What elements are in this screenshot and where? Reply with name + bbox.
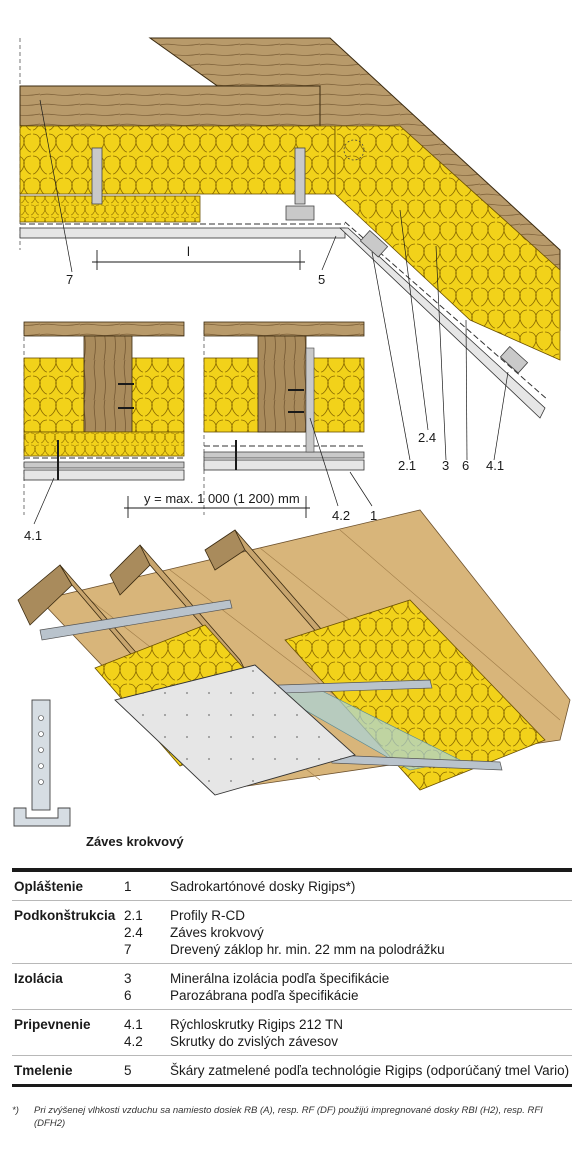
rafter-section-left: 4.1 <box>23 321 185 543</box>
callout-5: 5 <box>318 272 325 287</box>
legend-code: 1 <box>124 879 132 894</box>
legend-code: 6 <box>124 988 132 1003</box>
footnote-mark: *) <box>12 1105 19 1116</box>
roof-section: l 7 5 <box>19 37 561 461</box>
legend-category: Izolácia <box>14 971 63 986</box>
legend-row-insulation: Izolácia 3 6 Minerálna izolácia podľa šp… <box>12 964 572 1010</box>
legend-row-jointing: Tmelenie 5 Škáry zatmelené podľa technol… <box>12 1056 572 1087</box>
legend-code: 4.2 <box>124 1034 143 1049</box>
footnote-text: Pri zvýšenej vlhkosti vzduchu sa namiest… <box>34 1105 543 1129</box>
legend-code: 2.4 <box>124 925 143 940</box>
legend-text: Rýchloskrutky Rigips 212 TN <box>170 1017 344 1032</box>
dimension-l: l <box>187 244 190 259</box>
callout-1: 1 <box>370 508 377 523</box>
callout-2-1: 2.1 <box>398 458 416 473</box>
legend-text: Skrutky do zvislých závesov <box>170 1034 339 1049</box>
legend-category: Tmelenie <box>14 1063 73 1078</box>
legend-code: 3 <box>124 971 132 986</box>
legend-code: 4.1 <box>124 1017 143 1032</box>
isometric-view: Záves krokvový <box>13 509 571 849</box>
legend-code: 2.1 <box>124 908 143 923</box>
rafter-hanger-icon <box>13 699 71 827</box>
legend-code: 5 <box>124 1063 132 1078</box>
legend-text: Škáry zatmelené podľa technológie Rigips… <box>170 1063 570 1078</box>
callout-7: 7 <box>66 272 73 287</box>
legend-category: Pripevnenie <box>14 1017 91 1032</box>
callout-4-1-right: 4.1 <box>486 458 504 473</box>
legend-row-cladding: Opláštenie 1 Sadrokartónové dosky Rigips… <box>12 872 572 901</box>
dimension-y: y = max. 1 000 (1 200) mm <box>144 491 300 506</box>
hanger-caption: Záves krokvový <box>86 834 184 849</box>
legend-category: Podkonštrukcia <box>14 908 116 923</box>
legend-text: Drevený záklop hr. min. 22 mm na polodrá… <box>170 942 445 957</box>
callout-6: 6 <box>462 458 469 473</box>
callout-4-1-left: 4.1 <box>24 528 42 543</box>
legend-table: Opláštenie 1 Sadrokartónové dosky Rigips… <box>12 868 572 1087</box>
ceiling-detail-drawing: l 7 5 4.1 <box>13 37 571 849</box>
legend-text: Profily R-CD <box>170 908 246 923</box>
rafter-section-right: y = max. 1 000 (1 200) mm 4.2 1 <box>124 321 377 523</box>
legend-code: 7 <box>124 942 132 957</box>
callout-3: 3 <box>442 458 449 473</box>
legend-row-fastening: Pripevnenie 4.1 4.2 Rýchloskrutky Rigips… <box>12 1010 572 1056</box>
legend-top-rule <box>12 868 572 872</box>
slope-callouts: 2.1 2.4 3 6 4.1 <box>398 430 504 473</box>
legend-category: Opláštenie <box>14 879 84 894</box>
callout-4-2: 4.2 <box>332 508 350 523</box>
legend-text: Záves krokvový <box>170 925 264 940</box>
legend-text: Sadrokartónové dosky Rigips*) <box>170 879 356 894</box>
legend-row-substructure: Podkonštrukcia 2.1 2.4 7 Profily R-CD Zá… <box>12 901 572 964</box>
callout-2-4: 2.4 <box>418 430 436 445</box>
legend-text: Minerálna izolácia podľa špecifikácie <box>170 971 390 986</box>
footnote: *) Pri zvýšenej vlhkosti vzduchu sa nami… <box>12 1104 572 1130</box>
legend-text: Parozábrana podľa špecifikácie <box>170 988 359 1003</box>
